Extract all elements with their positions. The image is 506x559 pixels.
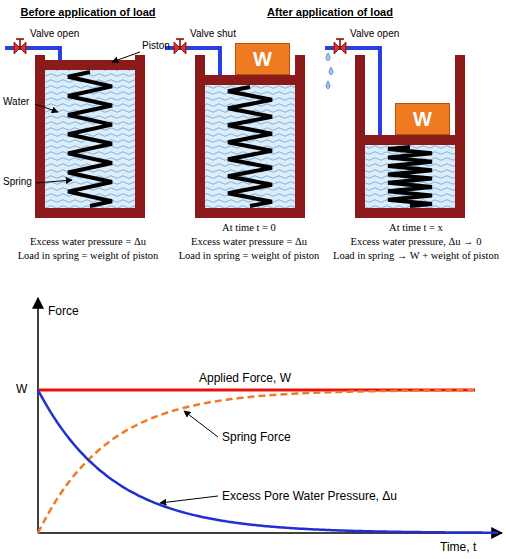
cylinder xyxy=(325,39,465,218)
piston xyxy=(365,135,455,145)
cylinder-wall xyxy=(355,55,365,218)
valve-handle xyxy=(336,38,344,40)
time-note: At time t = x xyxy=(389,222,443,233)
leader-line xyxy=(35,104,58,112)
cylinder-wall xyxy=(135,55,145,218)
heading: After application of load xyxy=(267,6,393,18)
leader-line xyxy=(112,52,140,62)
valve-stem xyxy=(339,39,341,48)
part-label: Spring xyxy=(3,176,32,187)
spring-force-curve xyxy=(38,390,474,533)
piston xyxy=(205,75,295,85)
cylinder-wall xyxy=(455,55,465,218)
axis-title: Time, t xyxy=(440,540,476,554)
state-note: Excess water pressure = Δu xyxy=(30,236,146,247)
cylinder-wall xyxy=(195,55,205,218)
applied-force-line xyxy=(38,389,475,392)
water xyxy=(45,70,135,208)
valve-handle xyxy=(16,38,24,40)
water xyxy=(205,85,295,208)
cylinder-wall xyxy=(295,55,305,218)
valve-stem xyxy=(19,39,21,48)
state-note: Load in spring = weight of piston xyxy=(18,250,159,261)
leader-line xyxy=(36,180,72,183)
pore-pressure-curve xyxy=(38,390,498,533)
axis-title: Force xyxy=(48,304,79,318)
leader-line xyxy=(184,411,218,437)
weight-block: W xyxy=(395,103,450,135)
valve-stem xyxy=(179,39,181,48)
series-label: Applied Force, W xyxy=(199,371,291,385)
valve-symbol xyxy=(174,42,186,54)
weight-label: W xyxy=(253,48,272,71)
leader-line xyxy=(160,496,218,503)
piston xyxy=(45,60,135,70)
state-note: Excess water pressure, Δu → 0 xyxy=(351,236,482,247)
state-note: Excess water pressure = Δu xyxy=(191,236,307,247)
cylinder xyxy=(5,39,145,218)
valve-label: Valve open xyxy=(350,28,399,39)
drain-pipe xyxy=(165,48,220,75)
valve-label: Valve shut xyxy=(190,28,236,39)
water-drop xyxy=(329,67,333,75)
water-drop xyxy=(326,81,330,89)
weight-label: W xyxy=(413,108,432,131)
spring xyxy=(68,72,112,206)
drain-pipe xyxy=(5,48,60,60)
state-note: Load in spring = weight of piston xyxy=(179,250,320,261)
part-label: Water xyxy=(3,96,29,107)
state-note: Load in spring → W + weight of piston xyxy=(333,250,499,261)
heading: Before application of load xyxy=(20,6,155,18)
valve-handle xyxy=(176,38,184,40)
drain-pipe xyxy=(325,48,380,135)
valve-symbol xyxy=(334,42,346,54)
axis-tick: W xyxy=(16,382,27,396)
weight-block: W xyxy=(235,43,290,75)
force-axis xyxy=(37,298,39,533)
cylinder-base xyxy=(35,208,145,218)
valve-symbol xyxy=(14,42,26,54)
water xyxy=(365,145,455,208)
cylinder-wall xyxy=(35,55,45,218)
series-label: Spring Force xyxy=(222,430,291,444)
cylinder-base xyxy=(355,208,465,218)
spring xyxy=(388,147,432,206)
cylinder xyxy=(165,39,305,218)
valve-label: Valve open xyxy=(30,28,79,39)
cylinder-base xyxy=(195,208,305,218)
spring xyxy=(228,87,272,206)
water-drop xyxy=(326,53,330,61)
series-label: Excess Pore Water Pressure, Δu xyxy=(222,489,397,503)
time-note: At time t = 0 xyxy=(222,222,276,233)
part-label: Piston xyxy=(142,40,170,51)
